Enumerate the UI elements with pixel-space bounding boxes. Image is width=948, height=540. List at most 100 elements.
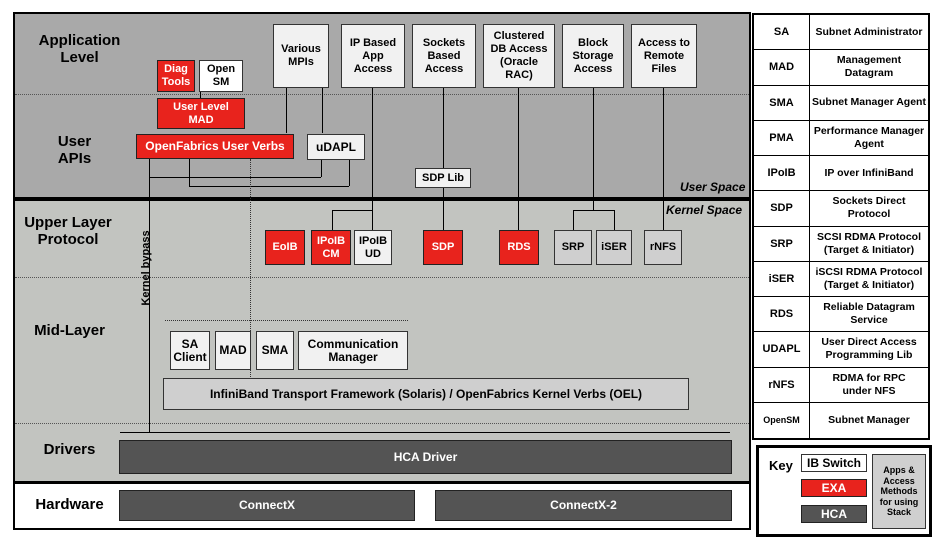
layer-label-application: Application Level [38,32,121,66]
glossary-desc: Reliable Datagram Service [823,301,915,327]
kernel-bypass-label: Kernel bypass [140,230,152,306]
rnfs-box[interactable]: rNFS [644,230,682,265]
hca-driver-box[interactable]: HCA Driver [119,440,732,474]
line-udapl-link-v [321,160,322,177]
udapl-box[interactable]: uDAPL [307,134,365,160]
sdp-box[interactable]: SDP [423,230,463,265]
line-clustered-db [518,88,519,230]
mad-box[interactable]: MAD [215,331,251,370]
dotted-mid-top [165,320,408,321]
line-verbs-udapl-b [189,186,349,187]
glossary-abbr: rNFS [754,367,810,402]
sdp-lib-box[interactable]: SDP Lib [415,168,471,188]
glossary-row: RDS Reliable Datagram Service [754,297,928,333]
layer-label-upper-layer: Upper Layer Protocol [24,214,112,248]
sa-client-box[interactable]: SA Client [170,331,210,370]
line-sdp [443,188,444,230]
line-verbs-udapl-a [189,159,190,186]
line-mpis [286,88,287,133]
legend-key: Key IB Switch EXA HCA Apps & Access Meth… [756,445,932,537]
ipoib-cm-box[interactable]: IPoIB CM [311,230,351,265]
clustered-db-box[interactable]: Clustered DB Access (Oracle RAC) [483,24,555,88]
line-ipoib-ud [372,210,373,230]
layer-label-hardware: Hardware [35,496,104,513]
layer-label-user-apis: User APIs [57,133,92,167]
glossary-desc: SCSI RDMA Protocol (Target & Initiator) [816,230,922,256]
glossary-row: OpenSM Subnet Manager [754,402,928,438]
glossary-abbr: iSER [754,261,810,296]
glossary-abbr: RDS [754,297,810,332]
line-udapl-link [149,177,321,178]
key-apps-note: Apps & Access Methods for using Stack [872,454,926,529]
line-user-level-mad [200,88,201,98]
glossary-desc: Performance Manager Agent [813,124,925,150]
layer-label-drivers: Drivers [43,441,96,458]
line-sockets [443,88,444,168]
key-exa: EXA [801,479,867,497]
glossary-abbr: OpenSM [754,402,810,438]
block-storage-box[interactable]: Block Storage Access [562,24,624,88]
glossary-desc: Management Datagram [836,54,902,80]
dotted-verbs-down [250,159,251,381]
glossary-row: UDAPL User Direct Access Programming Lib [754,332,928,368]
glossary-row: MAD Management Datagram [754,50,928,86]
sockets-based-box[interactable]: Sockets Based Access [412,24,476,88]
hardware-divider [15,481,749,484]
line-srp [573,210,574,230]
glossary-row: rNFS RDMA for RPC under NFS [754,367,928,403]
glossary-desc: IP over InfiniBand [824,166,914,179]
open-sm-box[interactable]: Open SM [199,60,243,92]
line-hca-top [120,432,730,433]
key-ib-switch: IB Switch [801,454,867,472]
ip-based-box[interactable]: IP Based App Access [341,24,405,88]
glossary-desc: Subnet Manager [828,413,910,426]
line-mpis-udapl [322,88,323,133]
glossary-abbr: IPoIB [754,156,810,191]
glossary-row: SDP Sockets Direct Protocol [754,191,928,227]
glossary-abbr: PMA [754,120,810,155]
glossary-desc: Subnet Manager Agent [812,96,926,109]
glossary-row: IPoIB IP over InfiniBand [754,156,928,192]
line-ipoib-bar [332,210,372,211]
key-hca: HCA [801,505,867,523]
user-kernel-divider [15,197,749,201]
glossary-abbr: MAD [754,50,810,85]
transport-framework-box[interactable]: InfiniBand Transport Framework (Solaris)… [163,378,689,410]
line-remote-files [663,88,664,230]
glossary-desc: iSCSI RDMA Protocol (Target & Initiator) [815,265,923,291]
line-bypass [149,159,150,432]
communication-manager-box[interactable]: Communication Manager [298,331,408,370]
glossary-abbr: SA [754,15,810,50]
glossary-abbr: SDP [754,191,810,226]
line-ipoib-cm [332,210,333,230]
line-ip-based [372,88,373,210]
line-block-storage [593,88,594,210]
eoib-box[interactable]: EoIB [265,230,305,265]
layer-label-mid-layer: Mid-Layer [34,322,105,339]
sma-box[interactable]: SMA [256,331,294,370]
connectx2-box[interactable]: ConnectX-2 [435,490,732,521]
user-level-mad-box[interactable]: User Level MAD [157,98,245,129]
diag-tools-box[interactable]: Diag Tools [157,60,195,92]
glossary-desc: Subnet Administrator [815,25,923,38]
glossary-abbr: UDAPL [754,332,810,367]
kernel-space-label: Kernel Space [666,203,743,217]
key-title: Key [769,458,793,473]
rds-box[interactable]: RDS [499,230,539,265]
glossary-desc: RDMA for RPC under NFS [832,371,906,397]
connectx-box[interactable]: ConnectX [119,490,415,521]
various-mpis-box[interactable]: Various MPIs [273,24,329,88]
glossary-desc: Sockets Direct Protocol [832,195,906,221]
ipoib-ud-box[interactable]: IPoIB UD [354,230,392,265]
remote-files-box[interactable]: Access to Remote Files [631,24,697,88]
srp-box[interactable]: SRP [554,230,592,265]
line-iser [614,210,615,230]
glossary-desc: User Direct Access Programming Lib [821,336,917,362]
user-verbs-box[interactable]: OpenFabrics User Verbs [136,134,294,159]
iser-box[interactable]: iSER [596,230,632,265]
